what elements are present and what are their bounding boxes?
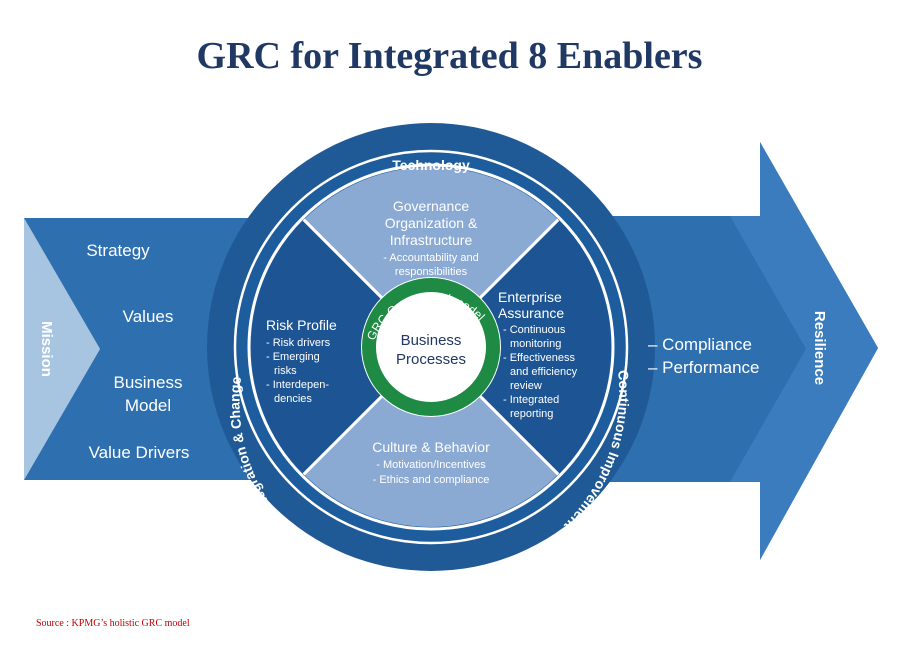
assurance-bullet-5: review: [510, 380, 542, 392]
left-arrow-chevron: [24, 218, 100, 480]
center-disc: [378, 294, 484, 400]
technology-label: Technology: [392, 157, 470, 173]
values-label: Values: [123, 307, 174, 326]
center-line-2: Processes: [396, 351, 466, 368]
green-ring: [362, 278, 500, 416]
green-ring-arrowhead: [486, 350, 500, 368]
diagram-title: GRC for Integrated 8 Enablers: [196, 35, 703, 77]
resilience-label: Resilience: [811, 311, 828, 385]
culture-title: Culture & Behavior: [372, 439, 490, 455]
assurance-title-1: Enterprise: [498, 289, 562, 305]
assurance-title-2: Assurance: [498, 305, 564, 321]
mission-label: Mission: [38, 321, 55, 377]
business-label: Business: [114, 373, 183, 392]
culture-bullet-1: - Motivation/Incentives: [376, 459, 486, 471]
governance-title-3: Infrastructure: [390, 232, 473, 248]
risk-bullet-2: - Emerging: [266, 351, 320, 363]
model-label: Model: [125, 396, 171, 415]
governance-bullet-1: - Accountability and: [383, 252, 478, 264]
right-arrow-chevron: [730, 142, 878, 560]
assurance-bullet-4: and efficiency: [510, 366, 578, 378]
source-note: Source : KPMG’s holistic GRC model: [36, 618, 190, 629]
inner-ring-border: [247, 163, 615, 531]
governance-title-2: Organization &: [385, 215, 478, 231]
assurance-bullet-1: - Continuous: [503, 324, 566, 336]
risk-bullet-4: - Interdepen-: [266, 379, 329, 391]
center-line-1: Business: [401, 332, 462, 349]
risk-bullet-1: - Risk drivers: [266, 337, 331, 349]
compliance-label: – Compliance: [648, 335, 752, 354]
value-drivers-label: Value Drivers: [89, 443, 190, 462]
assurance-bullet-7: reporting: [510, 408, 553, 420]
performance-label: – Performance: [648, 358, 760, 377]
governance-title-1: Governance: [393, 198, 469, 214]
risk-profile-title: Risk Profile: [266, 317, 337, 333]
assurance-bullet-3: - Effectiveness: [503, 352, 575, 364]
governance-bullet-2: responsibilities: [395, 266, 468, 278]
culture-bullet-2: - Ethics and compliance: [373, 474, 490, 486]
risk-bullet-5: dencies: [274, 393, 312, 405]
assurance-bullet-2: monitoring: [510, 338, 561, 350]
risk-bullet-3: risks: [274, 365, 297, 377]
ring-divider: [233, 149, 629, 545]
strategy-label: Strategy: [86, 241, 150, 260]
assurance-bullet-6: - Integrated: [503, 394, 559, 406]
